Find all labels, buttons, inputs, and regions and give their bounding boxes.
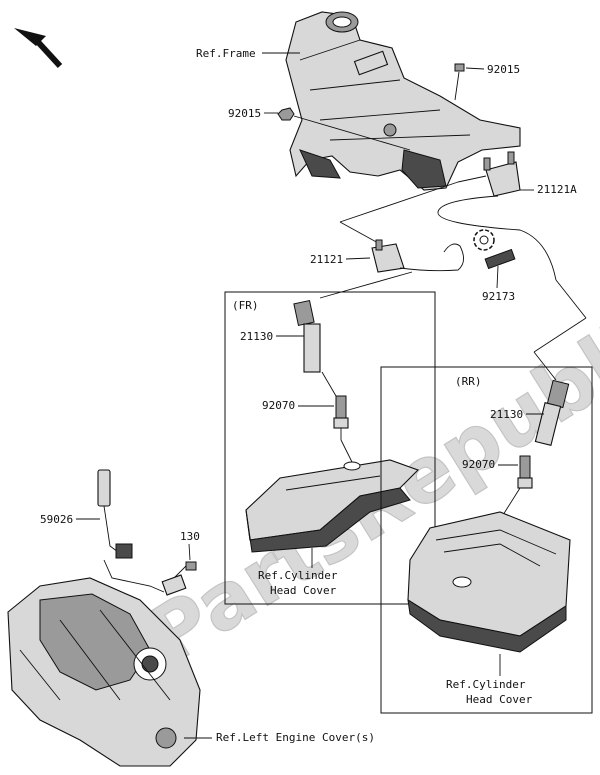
front-label: (FR): [232, 299, 259, 312]
part-92173-leader: [496, 265, 499, 289]
ref-cyl-rear-line2: Head Cover: [466, 693, 533, 706]
plug-cap-21130-rear: [534, 379, 570, 447]
plug-cap-21130-front: [293, 299, 321, 373]
ref-cyl-rear-line1: Ref.Cylinder: [446, 678, 526, 691]
frame-part: [285, 11, 521, 191]
part-92070-front-label: 92070: [262, 399, 295, 412]
part-21121-leader: [345, 257, 371, 260]
rear-lead-cable: [437, 195, 557, 281]
gear-icon: [473, 229, 495, 251]
left-engine-cover: [7, 577, 201, 767]
front-plug-to-cover: [340, 439, 353, 463]
part-92015-left-label: 92015: [228, 107, 261, 120]
part-92070-rear-label: 92070: [462, 458, 495, 471]
clamp-92173: [484, 248, 516, 270]
part-21130-rear-label: 21130: [490, 408, 523, 421]
cylinder-head-cover-front: [245, 459, 420, 553]
rear-leader-c: [533, 351, 557, 381]
part-92173-label: 92173: [482, 290, 515, 303]
spark-plug-92070-front: [333, 395, 349, 440]
part-130-leader: [188, 543, 191, 561]
ignition-coil-21121: [371, 239, 464, 273]
rear-leader-b: [533, 317, 587, 353]
nut-92015-left: [277, 107, 411, 151]
part-92015-top-leader: [465, 67, 485, 70]
part-59026-label: 59026: [40, 513, 73, 526]
part-21121-label: 21121: [310, 253, 343, 266]
ref-frame-label: Ref.Frame: [196, 47, 256, 60]
coil-mount-line: [339, 181, 459, 223]
rear-cylinder-box: [380, 366, 593, 714]
ref-cyl-front-line2: Head Cover: [270, 584, 337, 597]
front-cap-to-plug: [321, 371, 337, 397]
spark-plug-92070-rear: [517, 455, 533, 489]
ignition-coil-21121a: [457, 151, 521, 197]
part-21121a-label: 21121A: [537, 183, 577, 196]
rear-label: (RR): [455, 375, 482, 388]
ref-cyl-front-line1: Ref.Cylinder: [258, 569, 338, 582]
part-130-label: 130: [180, 530, 200, 543]
front-cylinder-box: [224, 291, 436, 605]
part-21130-front-label: 21130: [240, 330, 273, 343]
bolt-130: [161, 561, 197, 596]
nut-92015-top: [454, 63, 465, 101]
rear-leader-a: [555, 279, 587, 319]
ref-left-engine-label: Ref.Left Engine Cover(s): [216, 731, 375, 744]
sensor-59026: [97, 469, 165, 593]
coil-mount-line-2: [339, 221, 381, 245]
front-lead-leader: [319, 271, 413, 299]
cylinder-head-cover-rear: [407, 511, 571, 653]
front-arrow-icon: [14, 28, 63, 69]
part-92015-top-label: 92015: [487, 63, 520, 76]
